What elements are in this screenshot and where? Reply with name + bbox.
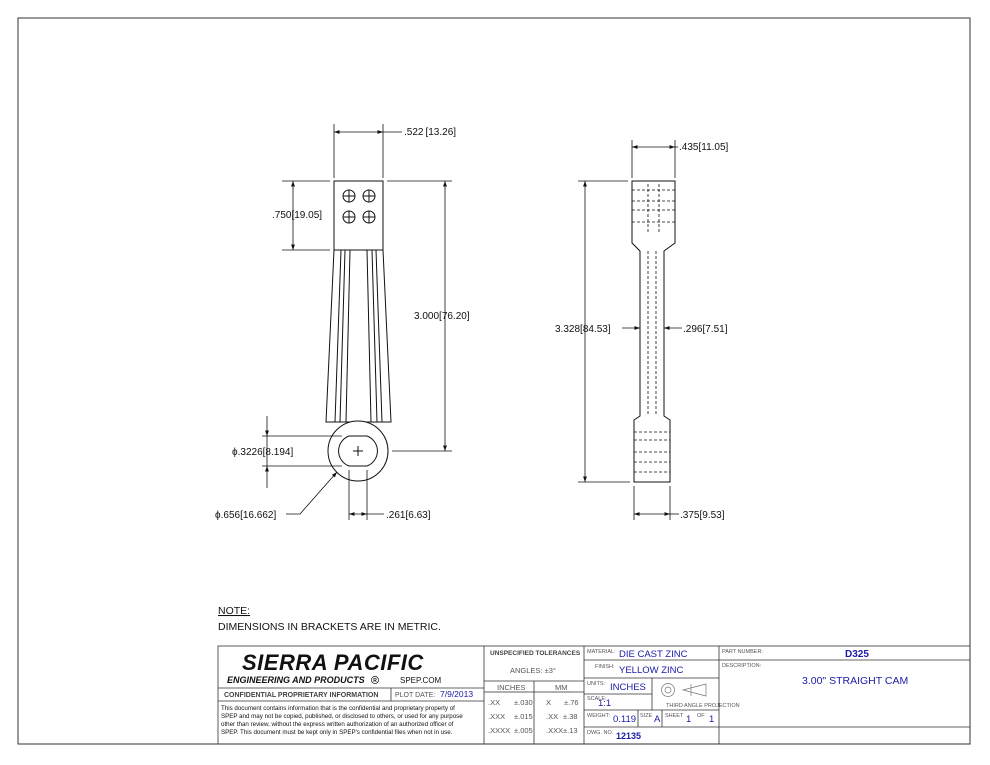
svg-text:±.13: ±.13: [563, 726, 578, 735]
projection-icon: [661, 683, 707, 697]
plot-date-label: PLOT DATE:: [395, 692, 435, 699]
part-number-label: PART NUMBER:: [722, 649, 763, 655]
note-body: DIMENSIONS IN BRACKETS ARE IN METRIC.: [218, 621, 441, 633]
registered-icon: R: [371, 676, 379, 684]
svg-text:.XX: .XX: [546, 712, 558, 721]
sheet-label: SHEET: [665, 713, 684, 719]
svg-text:±.38: ±.38: [563, 712, 578, 721]
units-label: UNITS:: [587, 681, 606, 687]
rib-line: [334, 249, 342, 423]
material-value: DIE CAST ZINC: [619, 649, 688, 660]
confidential-text-line: SPEP and may not be copied, published, o…: [221, 713, 463, 720]
description-value: 3.00" STRAIGHT CAM: [802, 675, 908, 687]
svg-text:±.76: ±.76: [564, 698, 579, 707]
sheet-border: [17, 17, 971, 745]
tolerance-inch-rows: .XX ±.030 .XXX ±.015 .XXXX ±.005: [488, 698, 533, 735]
dim-side-web: .296[7.51]: [683, 324, 728, 335]
side-dimension-labels: .435[11.05] 3.328[84.53] .296[7.51] .375…: [555, 142, 729, 521]
svg-text:±.015: ±.015: [514, 712, 533, 721]
company-subtitle: ENGINEERING AND PRODUCTS: [227, 675, 365, 685]
dim-overall-length: 3.000[76.20]: [414, 311, 470, 322]
confidential-text-line: other than review, without the express w…: [221, 721, 454, 728]
company-website: SPEP.COM: [400, 676, 442, 685]
company-name: SIERRA PACIFIC: [242, 650, 424, 675]
confidential-text-line: This document contains information that …: [221, 705, 455, 712]
weight-value: 0.119: [613, 714, 636, 725]
side-dimensions: [578, 140, 682, 520]
side-view: [631, 180, 676, 483]
dim-hub-diameter: ϕ.656[16.662]: [215, 510, 276, 521]
rib-line: [375, 249, 383, 423]
title-block: SIERRA PACIFIC ENGINEERING AND PRODUCTS …: [217, 645, 971, 745]
part-number-value: D325: [845, 649, 869, 660]
projection-label: THIRD ANGLE PROJECTION: [666, 703, 740, 709]
hidden-lines: [632, 184, 675, 473]
size-value: A: [654, 714, 661, 725]
plot-date: 7/9/2013: [440, 689, 473, 699]
mm-header: MM: [555, 683, 568, 692]
mounting-holes: [342, 189, 376, 224]
inches-header: INCHES: [497, 683, 525, 692]
rib-line: [371, 249, 378, 423]
weight-label: WEIGHT:: [587, 713, 610, 719]
svg-text:.XXX: .XXX: [488, 712, 505, 721]
units-value: INCHES: [610, 682, 646, 693]
svg-text:.XXX: .XXX: [546, 726, 563, 735]
material-label: MATERIAL:: [587, 649, 616, 655]
sheet-total: 1: [709, 714, 714, 725]
tolerance-mm-rows: X ±.76 .XX ±.38 .XXX ±.13: [546, 698, 579, 735]
side-view-outline: [631, 180, 676, 483]
size-label: SIZE: [640, 713, 653, 719]
front-view-outline: [325, 180, 392, 423]
dwg-no-label: DWG. NO.: [587, 730, 614, 736]
finish-label: FINISH:: [595, 664, 615, 670]
tolerances-title: UNSPECIFIED TOLERANCES: [490, 650, 581, 657]
rib-line: [366, 249, 372, 423]
scale-value: 1:1: [598, 698, 611, 709]
front-view: [325, 180, 392, 482]
description-label: DESCRIPTION:: [722, 663, 762, 669]
svg-text:X: X: [546, 698, 551, 707]
confidential-text-line: SPEP. This document must be kept only in…: [221, 729, 453, 736]
angles-tolerance: ANGLES: ±3°: [510, 666, 556, 675]
sheet-value: 1: [686, 714, 691, 725]
dim-head-height: .750[19.05]: [272, 210, 322, 221]
front-dimension-labels: .522[13.26] .750[19.05] 3.000[76.20] ϕ.3…: [215, 127, 470, 521]
svg-text:.XXXX: .XXXX: [488, 726, 510, 735]
svg-text:R: R: [373, 678, 377, 684]
dim-bore-diameter: ϕ.3226[8.194]: [232, 447, 293, 458]
bore-shape: [338, 435, 378, 467]
of-label: OF: [697, 713, 705, 719]
svg-text:.XX: .XX: [488, 698, 500, 707]
confidential-label: CONFIDENTIAL PROPRIETARY INFORMATION: [224, 692, 378, 699]
rib-line: [339, 249, 346, 423]
note-title: NOTE:: [218, 605, 250, 617]
svg-text:±.030: ±.030: [514, 698, 533, 707]
front-dimensions: [262, 124, 452, 520]
dim-width-top: .522[13.26]: [404, 127, 456, 138]
dim-flat-offset: .261[6.63]: [386, 510, 431, 521]
dwg-no-value: 12135: [616, 731, 641, 741]
dim-side-width-top: .435[11.05]: [679, 142, 729, 153]
rib-line: [345, 249, 351, 423]
dim-side-length: 3.328[84.53]: [555, 324, 611, 335]
dim-side-width-bottom: .375[9.53]: [680, 510, 725, 521]
finish-value: YELLOW ZINC: [619, 665, 684, 676]
scale-label: SCALE:: [587, 696, 607, 702]
svg-text:±.005: ±.005: [514, 726, 533, 735]
